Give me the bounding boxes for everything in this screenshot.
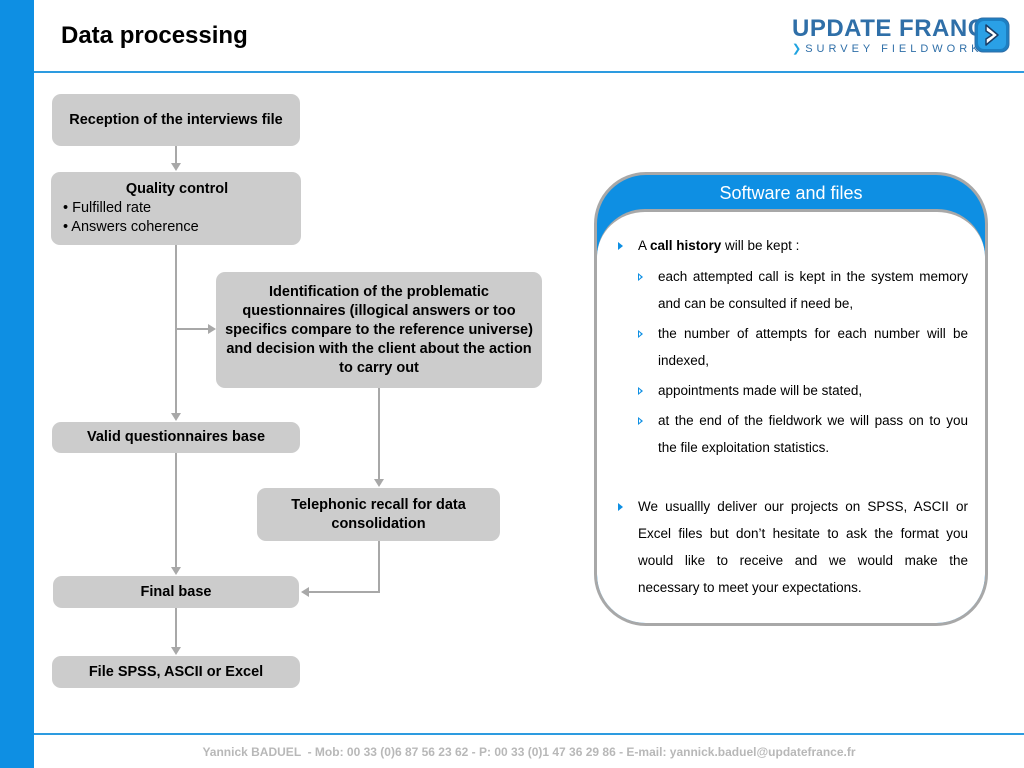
step-valid-base: Valid questionnaires base xyxy=(52,422,300,453)
step-quality-control: Quality control • Fulfilled rate • Answe… xyxy=(51,172,301,245)
arrowhead-final-side xyxy=(301,587,309,597)
bullet-call-history-post: will be kept : xyxy=(721,238,800,253)
step-output-file: File SPSS, ASCII or Excel xyxy=(52,656,300,688)
subitem-statistics: at the end of the fieldwork we will pass… xyxy=(638,407,968,461)
subitem-attempts-indexed-text: the number of attempts for each number w… xyxy=(658,326,968,368)
subitem-appointments: appointments made will be stated, xyxy=(638,377,968,404)
header-divider xyxy=(34,71,1024,73)
page-title: Data processing xyxy=(61,22,248,49)
panel-title: Software and files xyxy=(719,183,863,203)
logo-main-text: UPDATE FRANCE xyxy=(792,15,1003,42)
step-final-base: Final base xyxy=(53,576,299,608)
step-reception-label: Reception of the interviews file xyxy=(69,111,283,128)
arrowhead-file xyxy=(171,647,181,655)
step-identification-label: Identification of the problematic questi… xyxy=(225,283,533,376)
panel-body: A call history will be kept : each attem… xyxy=(597,209,985,623)
footer-divider xyxy=(34,733,1024,735)
step-telephonic-recall: Telephonic recall for data consolidation xyxy=(257,488,500,541)
subitem-attempts-indexed: the number of attempts for each number w… xyxy=(638,320,968,374)
bullet-delivery-formats-text: We usuallly deliver our projects on SPSS… xyxy=(638,499,968,595)
arrowhead-final xyxy=(171,567,181,575)
logo-chevron-icon: ❯ xyxy=(792,43,802,55)
step-identification: Identification of the problematic questi… xyxy=(216,272,542,388)
arrowhead-identification xyxy=(208,324,216,334)
bullet-call-history-pre: A xyxy=(638,238,651,253)
logo-sub-text: ❯SURVEY FIELDWORK xyxy=(792,42,983,55)
subitem-statistics-text: at the end of the fieldwork we will pass… xyxy=(658,413,968,455)
bullet-delivery-formats: We usuallly deliver our projects on SPSS… xyxy=(618,493,968,601)
subitem-attempted-call-text: each attempted call is kept in the syste… xyxy=(658,269,968,311)
footer-contact: Yannick BADUEL - Mob: 00 33 (0)6 87 56 2… xyxy=(202,745,856,759)
subitem-appointments-text: appointments made will be stated, xyxy=(658,383,863,398)
quality-item-fulfilled: • Fulfilled rate xyxy=(63,200,152,216)
step-final-base-label: Final base xyxy=(140,583,212,600)
arrowhead-quality xyxy=(171,163,181,171)
company-logo: UPDATE FRANCE ❯SURVEY FIELDWORK xyxy=(792,15,1012,59)
logo-sub-label: SURVEY FIELDWORK xyxy=(805,43,983,55)
left-accent-bar xyxy=(0,0,34,768)
connector-recall-final xyxy=(308,541,380,593)
step-telephonic-recall-label: Telephonic recall for data consolidation xyxy=(291,496,466,532)
arrowhead-recall xyxy=(374,479,384,487)
step-reception: Reception of the interviews file xyxy=(52,94,300,146)
subitem-attempted-call: each attempted call is kept in the syste… xyxy=(638,263,968,317)
bullet-call-history-bold: call history xyxy=(650,238,722,253)
arrowhead-valid xyxy=(171,413,181,421)
step-output-file-label: File SPSS, ASCII or Excel xyxy=(88,663,264,680)
software-files-panel: Software and files A call history will b… xyxy=(594,172,988,626)
quality-item-coherence: • Answers coherence xyxy=(63,219,199,235)
quality-control-title: Quality control xyxy=(125,181,229,197)
chevron-right-icon xyxy=(974,17,1010,53)
step-valid-base-label: Valid questionnaires base xyxy=(86,429,266,445)
bullet-call-history: A call history will be kept : xyxy=(618,232,968,259)
